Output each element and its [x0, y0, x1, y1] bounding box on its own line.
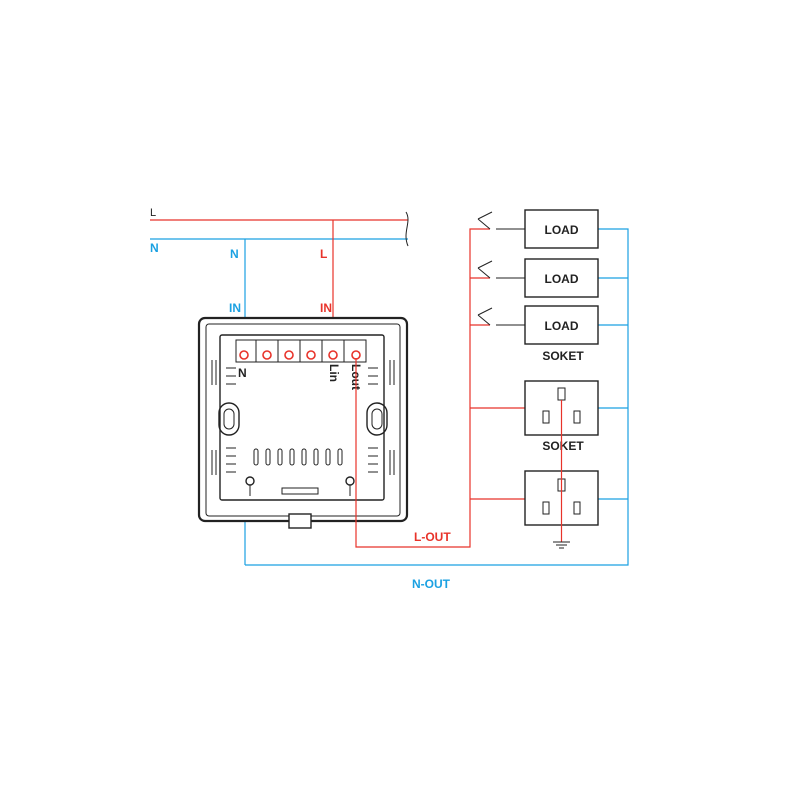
terminal-line-in-label: Lin	[327, 364, 341, 382]
terminal-strip	[235, 339, 367, 363]
vent-slots	[253, 448, 343, 466]
terminal-screw	[239, 350, 249, 360]
switch-contact-3	[477, 314, 491, 326]
load-label: LOAD	[545, 223, 579, 237]
socket-neutral-pin	[573, 501, 581, 515]
terminal-screw	[306, 350, 316, 360]
socket-label-1: SOKET	[542, 349, 584, 363]
side-ribs-right	[368, 360, 395, 475]
socket-line-pin	[542, 410, 550, 424]
line-out-label: L-OUT	[414, 530, 451, 544]
switch-contacts	[477, 211, 525, 326]
line-out-wire	[355, 228, 490, 548]
supply-line-label: L	[150, 207, 156, 219]
switch-contact-1	[477, 218, 491, 230]
supply-neutral-label: N	[150, 241, 159, 255]
terminal-block	[235, 339, 367, 363]
switch-bottom-clip	[288, 513, 312, 529]
terminal-screw	[328, 350, 338, 360]
mounting-slot-right	[366, 402, 388, 436]
line-drop-label: L	[320, 247, 327, 261]
load-label: LOAD	[545, 319, 579, 333]
mounting-slot-right-inner	[371, 408, 383, 430]
line-in-label: IN	[320, 301, 332, 315]
terminal-screw	[284, 350, 294, 360]
socket-line-pin	[542, 501, 550, 515]
mounting-slot-left-inner	[223, 408, 235, 430]
load-label: LOAD	[545, 272, 579, 286]
load-box	[524, 258, 599, 298]
load-box	[524, 209, 599, 249]
earth-connection	[553, 400, 570, 549]
ground-icon	[553, 541, 570, 549]
neutral-out-wire	[245, 228, 629, 566]
neutral-out-label: N-OUT	[412, 577, 451, 591]
switch-module: N Lin Lout	[197, 316, 409, 529]
switch-contact-2	[477, 267, 491, 279]
socket-label-2: SOKET	[542, 439, 584, 453]
bottom-latch	[281, 487, 319, 495]
load-1: LOAD	[524, 209, 599, 249]
load-3: LOAD	[524, 305, 599, 345]
output-wires: L-OUT N-OUT	[245, 228, 629, 591]
terminal-screw	[262, 350, 272, 360]
load-box	[524, 305, 599, 345]
mounting-slot-left	[218, 402, 240, 436]
supply-wires: L N	[150, 207, 409, 255]
terminal-screw	[351, 350, 361, 360]
neutral-in-label: IN	[229, 301, 241, 315]
supply-break-mark	[405, 211, 409, 247]
terminal-neutral-label: N	[238, 366, 247, 380]
load-2: LOAD	[524, 258, 599, 298]
neutral-drop-label: N	[230, 247, 239, 261]
socket-neutral-pin	[573, 410, 581, 424]
switch-outer-frame	[197, 316, 409, 523]
side-ribs-left	[211, 360, 236, 475]
switch-body	[219, 334, 385, 501]
